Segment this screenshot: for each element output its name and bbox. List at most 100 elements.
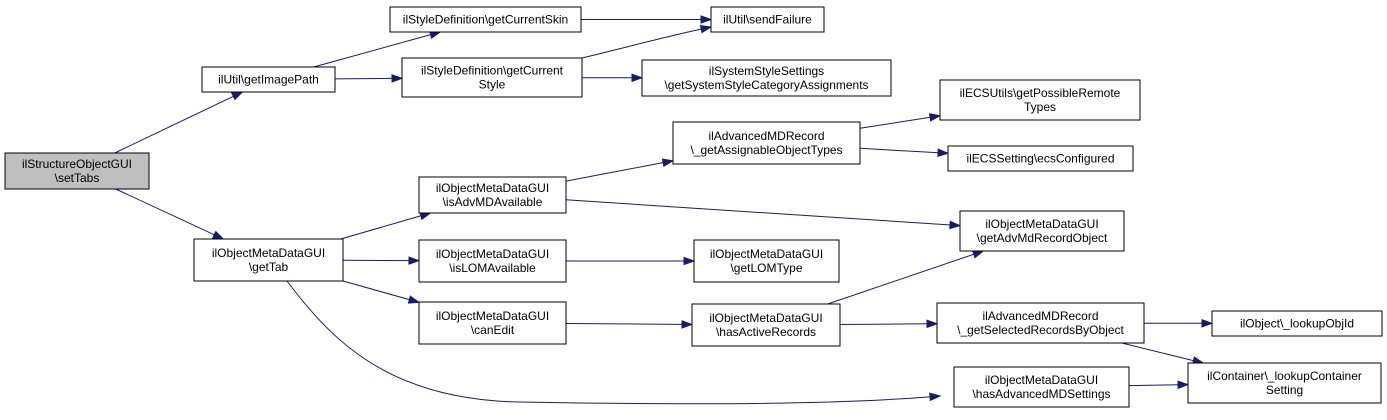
node-label: \getTab: [249, 260, 289, 274]
call-node[interactable]: ilObjectMetaDataGUI\hasActiveRecords: [691, 303, 841, 347]
edge-line: [1128, 384, 1180, 387]
node-label: \isAdvMDAvailable: [443, 195, 543, 209]
nodes-layer: ilStructureObjectGUI\setTabs ilUtil\getIm…: [4, 6, 1383, 408]
node-box: [672, 121, 861, 165]
edge-line: [565, 199, 952, 226]
arrowhead-icon: [926, 319, 939, 329]
node-label: \hasActiveRecords: [716, 325, 816, 339]
edge-n16-n18: [1121, 342, 1205, 365]
edge-n19-n18: [1128, 380, 1190, 390]
arrowhead-icon: [971, 250, 985, 259]
call-node[interactable]: ilObjectMetaDataGUI\isAdvMDAvailable: [418, 176, 567, 214]
node-label: ilObjectMetaDataGUI: [985, 217, 1098, 231]
node-label: Setting: [1266, 383, 1303, 397]
edge-n0-n1: [114, 91, 244, 154]
node-label: Types: [1024, 100, 1056, 114]
node-label: ilObjectMetaDataGUI: [710, 247, 823, 261]
node-label: \setTabs: [55, 171, 100, 185]
edge-n4-n6: [581, 73, 644, 83]
edge-n1-n4: [334, 74, 404, 83]
node-box: [1187, 362, 1382, 404]
edge-line: [340, 215, 422, 240]
arrowhead-icon: [1201, 319, 1214, 328]
arrowhead-icon: [949, 220, 962, 230]
edge-line: [581, 28, 703, 59]
arrowhead-icon: [681, 320, 694, 329]
edge-n2-n19: [286, 280, 942, 405]
node-box: [953, 366, 1130, 408]
edge-line: [565, 323, 684, 325]
node-label: ilAdvancedMDRecord: [708, 129, 824, 143]
call-node[interactable]: ilObjectMetaDataGUI\isLOMAvailable: [418, 239, 567, 283]
call-node[interactable]: ilObject\_lookupObjId: [1211, 310, 1383, 337]
arrowhead-icon: [211, 230, 225, 240]
node-label: ilStyleDefinition\getCurrent: [421, 64, 564, 78]
arrowhead-icon: [700, 15, 713, 24]
node-box: [201, 66, 336, 93]
node-label: \canEdit: [471, 323, 515, 337]
edge-n10-n11: [859, 113, 942, 129]
edge-line: [313, 33, 432, 68]
node-label: ilSystemStyleSettings: [709, 64, 824, 78]
node-label: ilObjectMetaDataGUI: [436, 247, 549, 261]
call-node[interactable]: ilStyleDefinition\getCurrentSkin: [389, 6, 582, 33]
node-label: ilStructureObjectGUI: [22, 157, 132, 171]
node-label: \getAdvMdRecordObject: [977, 231, 1108, 245]
edge-n4-n5: [581, 24, 713, 59]
node-label: ilECSSetting\ecsConfigured: [966, 152, 1114, 166]
call-node[interactable]: ilECSSetting\ecsConfigured: [947, 145, 1134, 172]
call-node[interactable]: ilObjectMetaDataGUI\getLOMType: [693, 239, 840, 283]
node-label: ilObject\_lookupObjId: [1240, 317, 1354, 331]
edge-n15-n13: [827, 250, 985, 305]
root-node: ilStructureObjectGUI\setTabs: [4, 152, 150, 190]
node-box: [389, 6, 582, 33]
edge-n2-n9: [342, 280, 421, 304]
arrowhead-icon: [661, 158, 675, 167]
arrowhead-icon: [391, 74, 404, 83]
edge-line: [286, 280, 932, 405]
call-node[interactable]: ilObjectMetaDataGUI\getAdvMdRecordObject: [959, 210, 1125, 252]
node-label: ilAdvancedMDRecord: [982, 309, 1098, 323]
node-box: [947, 145, 1134, 172]
call-node[interactable]: ilObjectMetaDataGUI\getTab: [193, 238, 344, 282]
node-label: \getLOMType: [730, 261, 802, 275]
node-box: [418, 301, 567, 345]
call-node[interactable]: ilObjectMetaDataGUI\canEdit: [418, 301, 567, 345]
edge-n10-n12: [859, 147, 950, 157]
call-node[interactable]: ilSystemStyleSettings\getSystemStyleCate…: [641, 59, 892, 97]
node-box: [693, 239, 840, 283]
edge-line: [827, 253, 975, 305]
node-box: [710, 6, 825, 33]
arrowhead-icon: [1177, 380, 1190, 390]
call-node[interactable]: ilAdvancedMDRecord\_getSelectedRecordsBy…: [936, 302, 1145, 344]
arrowhead-icon: [407, 295, 421, 304]
edge-n2-n7: [340, 211, 432, 240]
call-node[interactable]: ilAdvancedMDRecord\_getAssignableObjectT…: [672, 121, 861, 165]
edge-n2-n8: [342, 256, 421, 265]
node-box: [939, 79, 1141, 121]
node-label: ilObjectMetaDataGUI: [212, 246, 325, 260]
call-node[interactable]: ilUtil\sendFailure: [710, 6, 825, 33]
edge-n8-n14: [566, 256, 696, 266]
call-node[interactable]: ilUtil\getImagePath: [201, 66, 336, 93]
edge-n16-n17: [1143, 319, 1214, 328]
edge-n0-n2: [115, 188, 225, 240]
call-node[interactable]: ilObjectMetaDataGUI\hasAdvancedMDSetting…: [953, 366, 1130, 408]
node-label: Style: [479, 78, 506, 92]
node-box: [641, 59, 892, 97]
node-box: [401, 57, 583, 98]
node-label: ilUtil\getImagePath: [218, 73, 319, 87]
node-label: ilECSUtils\getPossibleRemote: [960, 86, 1121, 100]
node-box: [193, 238, 344, 282]
edge-line: [1121, 342, 1195, 362]
arrowhead-icon: [231, 91, 244, 101]
edge-line: [839, 323, 929, 325]
edge-line: [342, 280, 411, 301]
node-label: ilObjectMetaDataGUI: [709, 311, 822, 325]
node-box: [959, 210, 1125, 252]
node-label: ilContainer\_lookupContainer: [1207, 369, 1362, 383]
